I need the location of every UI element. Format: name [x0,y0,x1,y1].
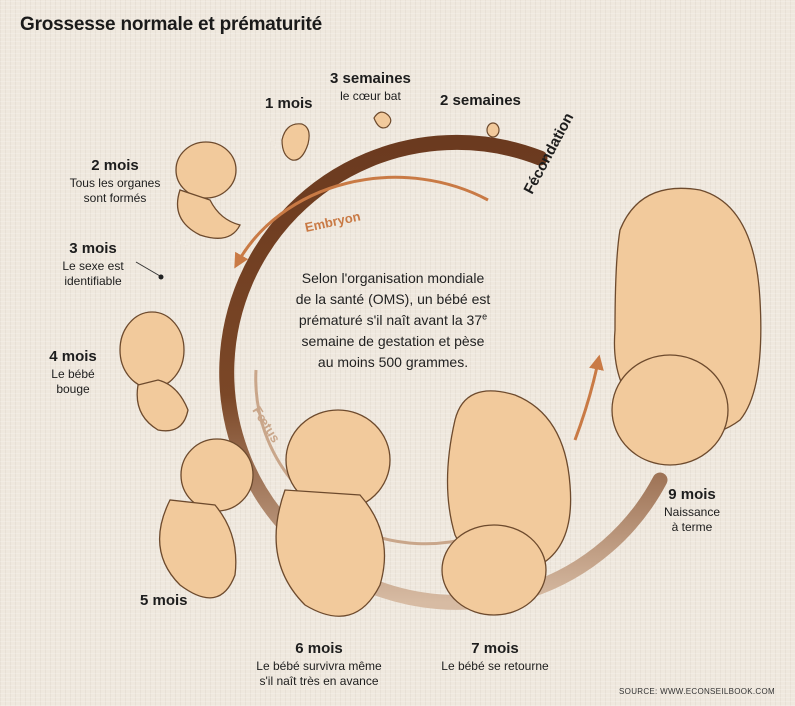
stage-6-mois: 6 mois Le bébé survivra même s'il naît t… [244,640,394,689]
stage-label: 3 semaines [330,70,411,87]
fetus-7-mois-illustration [441,390,572,616]
info-line: de la santé (OMS), un bébé est [295,291,491,307]
stage-label: 9 mois [668,486,716,503]
embryon-label: Embryon [304,209,362,235]
3-mois-pointer [135,261,161,277]
embryo-1-mois-illustration [281,123,310,161]
info-line: au moins 500 grammes. [317,354,469,370]
fetus-5-mois-illustration [158,438,254,599]
info-line-text: prématuré s'il naît avant la 37 [298,312,483,328]
stage-4-mois: 4 mois Le bébé bouge [38,348,108,397]
info-line: prématuré s'il naît avant la 37e [282,310,504,331]
stage-desc: Le bébé [51,366,95,381]
stage-label: 5 mois [140,592,188,609]
fetus-4-mois-illustration [119,311,189,432]
stage-label: 2 mois [91,157,139,174]
fetus-9-mois-illustration [611,187,762,466]
stage-desc: Naissance [663,504,721,519]
fetus-2-mois-illustration [175,141,241,239]
stage-7-mois: 7 mois Le bébé se retourne [430,640,560,674]
stage-desc: bouge [56,381,90,396]
stage-desc: à terme [671,519,713,534]
birth-arrow [573,354,604,441]
stage-desc: le cœur bat [340,88,401,103]
stage-desc: Le bébé se retourne [441,658,549,673]
oms-info-text: Selon l'organisation mondiale de la sant… [282,268,504,373]
embryon-arrow [234,175,489,269]
stage-label: 1 mois [265,95,313,112]
info-line: semaine de gestation et pèse [301,333,485,349]
stage-label: 3 mois [69,240,117,257]
stage-desc: s'il naît très en avance [259,673,379,688]
stage-desc: sont formés [83,190,147,205]
3-mois-dot [158,274,164,280]
ordinal-suffix: e [482,311,488,322]
stage-label: 7 mois [471,640,519,657]
source-credit: SOURCE: WWW.ECONSEILBOOK.COM [619,687,775,696]
embryo-2-semaines-illustration [486,122,500,138]
stage-desc: Tous les organes [69,175,161,190]
fetus-6-mois-illustration [275,409,391,617]
stage-3-mois: 3 mois Le sexe est identifiable [45,240,141,289]
stage-1-mois: 1 mois [265,95,313,114]
info-line: Selon l'organisation mondiale [301,270,485,286]
stage-2-semaines: 2 semaines [440,92,521,111]
stage-9-mois: 9 mois Naissance à terme [652,486,732,535]
stage-3-semaines: 3 semaines le cœur bat [330,70,411,104]
embryo-3-semaines-illustration [373,111,392,129]
stage-desc: Le sexe est [62,258,124,273]
stage-label: 4 mois [49,348,97,365]
stage-2-mois: 2 mois Tous les organes sont formés [55,157,175,206]
stage-desc: Le bébé survivra même [256,658,382,673]
stage-label: 2 semaines [440,92,521,109]
stage-5-mois: 5 mois [140,592,188,611]
page-title: Grossesse normale et prématurité [20,14,322,35]
stage-label: 6 mois [295,640,343,657]
stage-desc: identifiable [64,273,122,288]
